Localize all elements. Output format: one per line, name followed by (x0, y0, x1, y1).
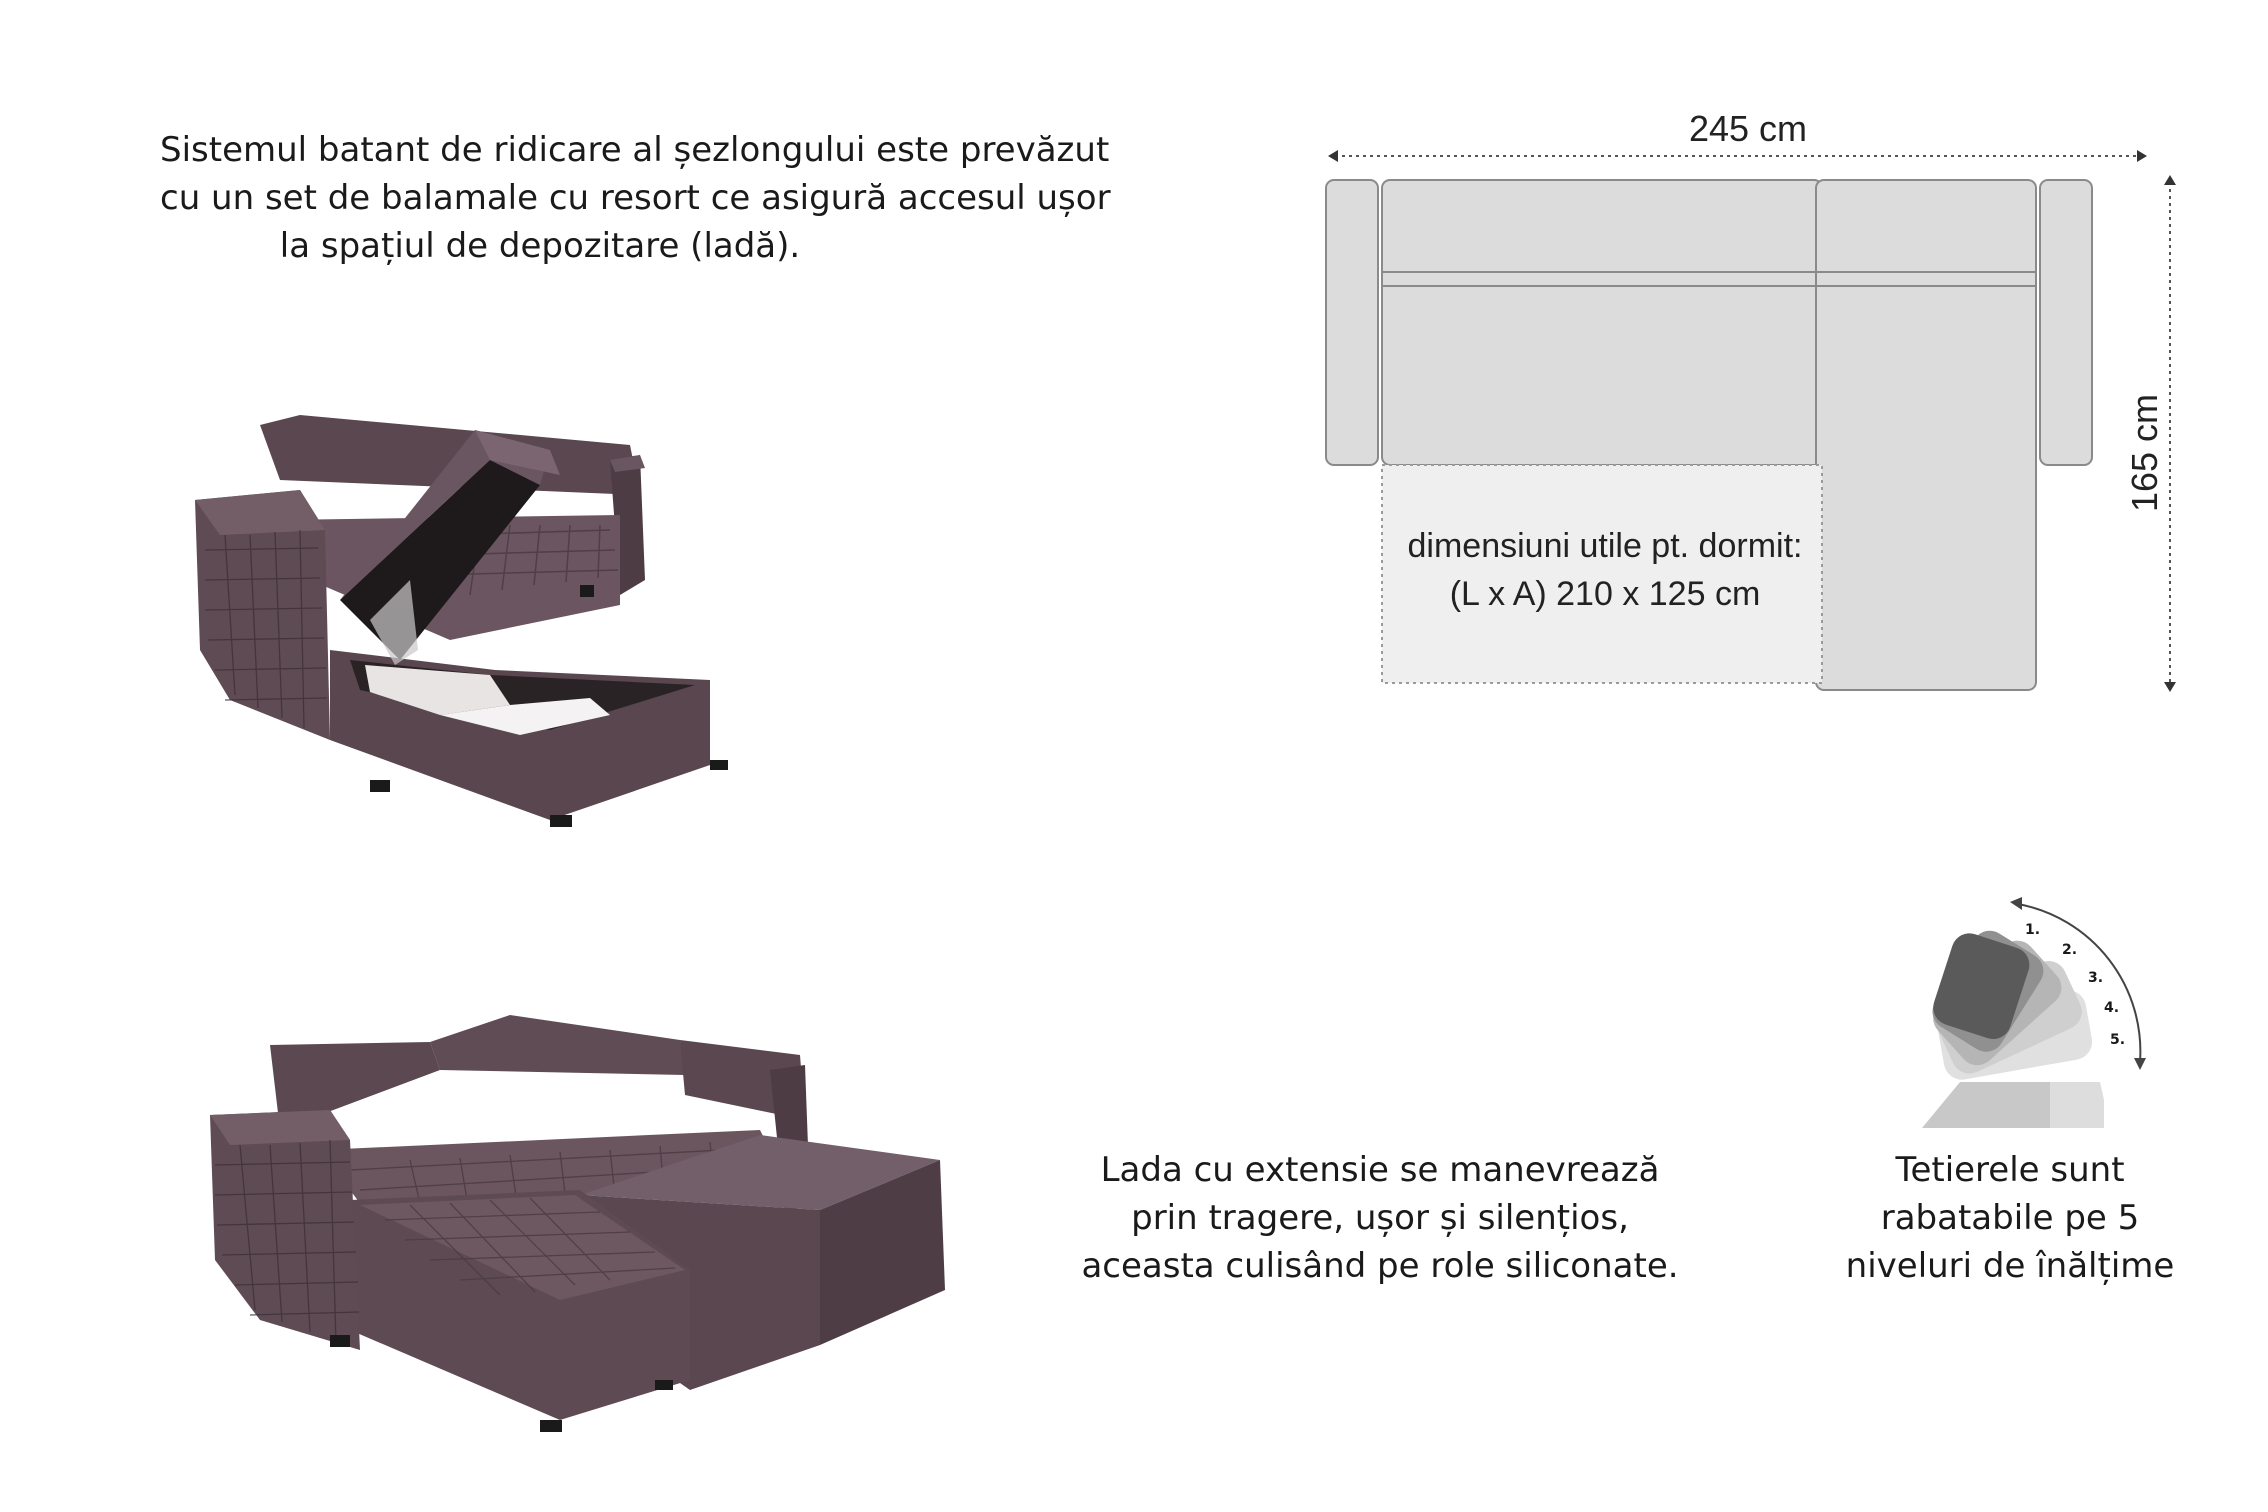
sleep-area-line: (L x A) 210 x 125 cm (1449, 575, 1761, 613)
caption-line: aceasta culisând pe role siliconate. (1081, 1246, 1679, 1286)
height-label: 165 cm (2124, 393, 2165, 513)
caption-line: Lada cu extensie se manevrează (1100, 1150, 1660, 1190)
caption-line: rabatabile pe 5 (1880, 1198, 2140, 1238)
headrest-level-1: 1. (2025, 922, 2041, 938)
headrest-level-2: 2. (2062, 942, 2078, 958)
storage-lift-caption: Sistemul batant de ridicare al șezlongul… (160, 126, 1111, 270)
width-label: 245 cm (1688, 108, 1808, 149)
extension-caption: Lada cu extensie se manevrează prin trag… (1060, 1146, 1700, 1290)
caption-line: prin tragere, ușor și silențios, (1131, 1198, 1629, 1238)
headrest-levels-diagram (1900, 880, 2160, 1140)
sleep-area-label: dimensiuni utile pt. dormit: (L x A) 210… (1385, 522, 1825, 618)
sleep-area-line: dimensiuni utile pt. dormit: (1407, 527, 1803, 565)
caption-line: la spațiul de depozitare (ladă). (279, 226, 801, 266)
caption-line: Tetierele sunt (1895, 1150, 2125, 1190)
headrest-level-4: 4. (2104, 1000, 2120, 1016)
headrest-caption: Tetierele sunt rabatabile pe 5 niveluri … (1820, 1146, 2200, 1290)
headrest-level-3: 3. (2088, 970, 2104, 986)
caption-line: Sistemul batant de ridicare al șezlongul… (160, 130, 1110, 170)
caption-line: niveluri de înălțime (1845, 1246, 2175, 1286)
caption-line: cu un set de balamale cu resort ce asigu… (160, 178, 1111, 218)
dimension-diagram (1310, 100, 2210, 710)
headrest-level-5: 5. (2110, 1032, 2126, 1048)
sofa-storage-open-image (190, 320, 750, 840)
sofa-bed-extended-image (200, 1000, 960, 1440)
